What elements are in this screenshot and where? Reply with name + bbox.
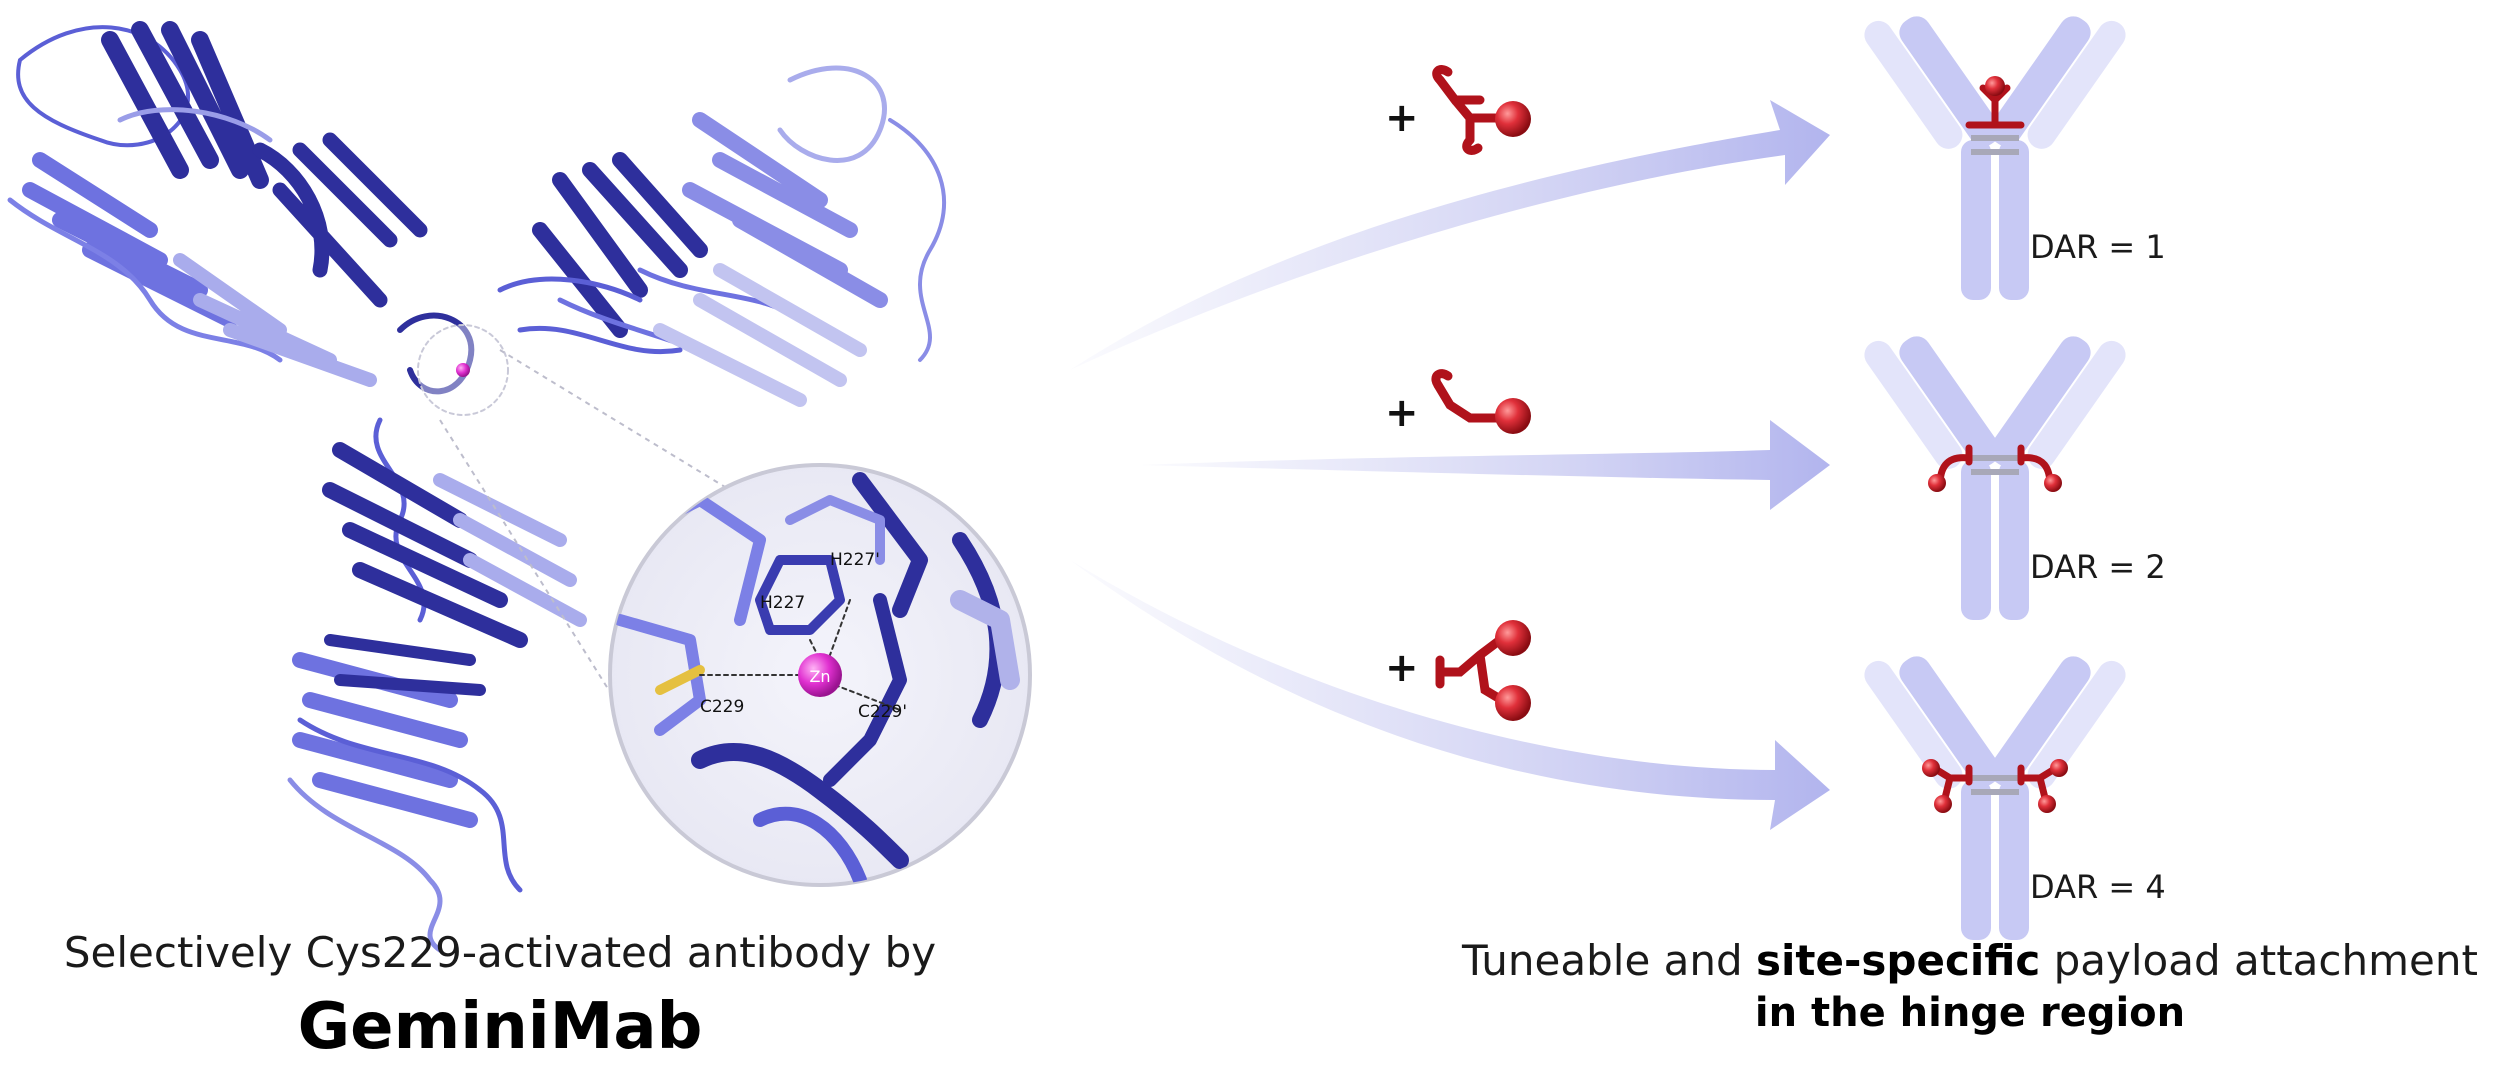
h227-prime-label: H227' (830, 550, 880, 570)
dar-label-1: DAR = 1 (2030, 228, 2166, 266)
reagent-2 (1436, 374, 1531, 434)
fc-stem-right (1999, 140, 2029, 300)
payload-ball (1922, 759, 1940, 777)
plus-sign-2: + (1385, 390, 1419, 436)
arrow-bottom (1070, 560, 1830, 830)
right-caption-post: payload attachment (2040, 936, 2478, 985)
left-caption: Selectively Cys229-activated antibody by (0, 928, 1000, 977)
plus-sign-3: + (1385, 645, 1419, 691)
payload-ball (2038, 795, 2056, 813)
fc-ribbons (290, 420, 580, 950)
reaction-arrows (1070, 100, 1830, 830)
reagent-3 (1440, 620, 1531, 721)
c229-label: C229 (700, 697, 744, 717)
right-caption-line2: in the hinge region (1440, 990, 2500, 1036)
fc-stem-left (1961, 780, 1991, 940)
plus-sign-1: + (1385, 95, 1419, 141)
right-caption-pre: Tuneable and (1462, 936, 1756, 985)
hinge-core (400, 316, 508, 415)
right-caption-line1: Tuneable and site-specific payload attac… (1440, 936, 2500, 985)
h227-label: H227 (760, 593, 805, 613)
dar-label-4: DAR = 4 (2030, 868, 2166, 906)
payload-ball (1928, 474, 1946, 492)
arrow-top (1070, 100, 1830, 370)
brand-name: GeminiMab (0, 990, 1000, 1064)
fc-stem-left (1961, 140, 1991, 300)
zinc-site-zoom-inset: Zn H227 H227' C229 C229' (610, 465, 1030, 885)
c229-prime-label: C229' (858, 702, 907, 722)
zinc-ion-dot (456, 363, 470, 377)
payload-ball (1985, 76, 2005, 96)
reagent-1 (1437, 70, 1531, 151)
zinc-label: Zn (809, 667, 830, 686)
arrow-middle (1140, 420, 1830, 510)
payload-ball (2050, 759, 2068, 777)
payload-ball (1934, 795, 1952, 813)
fc-stem-right (1999, 780, 2029, 940)
right-caption-bold: site-specific (1756, 936, 2040, 985)
fc-stem-left (1961, 460, 1991, 620)
fab-left-ribbons (10, 27, 420, 380)
fc-stem-right (1999, 460, 2029, 620)
antibody-conjugates (1859, 11, 2131, 940)
fab-right-ribbons (500, 68, 944, 400)
payload-ball (2044, 474, 2062, 492)
linker-payload-reagents (1436, 70, 1531, 721)
dar-label-2: DAR = 2 (2030, 548, 2166, 586)
